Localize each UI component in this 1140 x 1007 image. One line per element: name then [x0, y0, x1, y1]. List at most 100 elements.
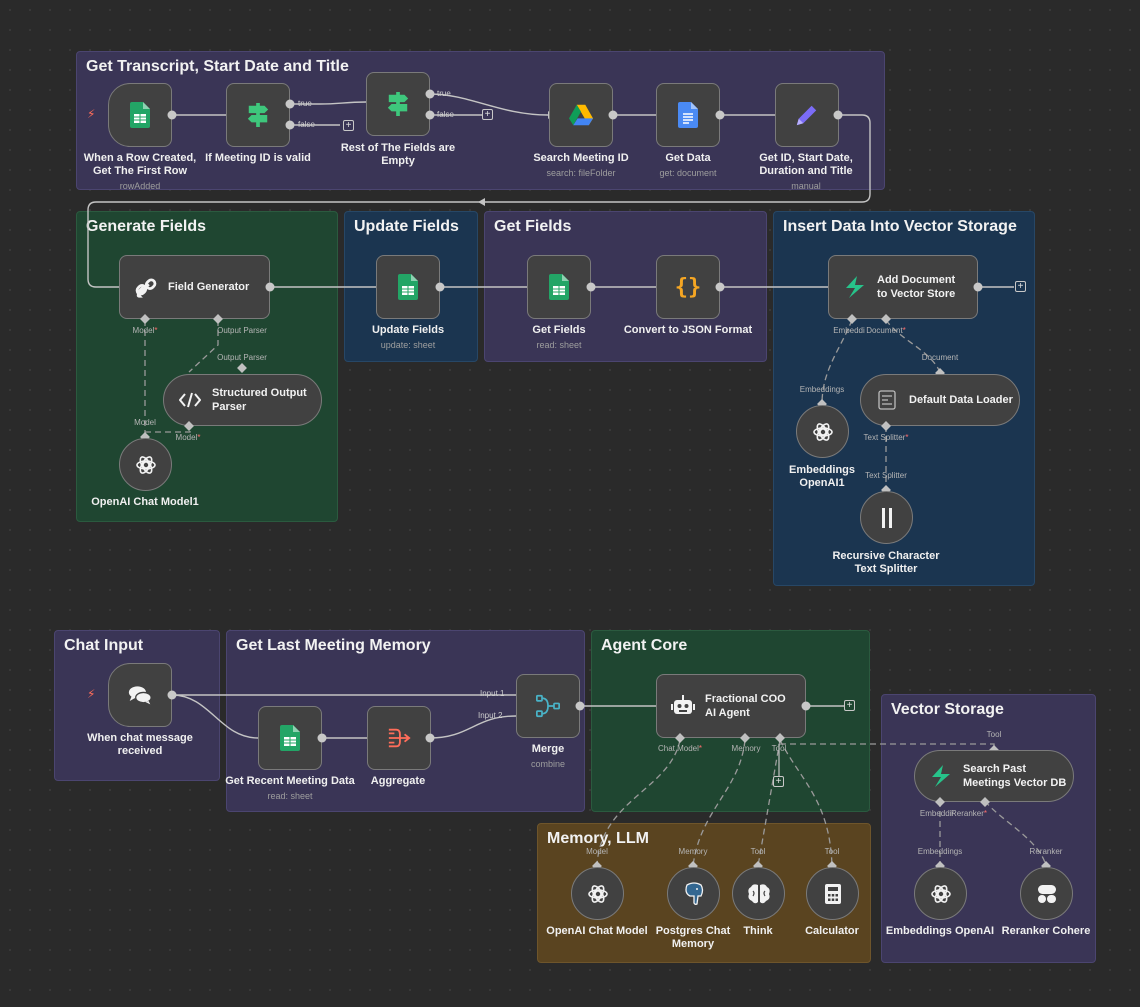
node-update-fields[interactable] — [376, 255, 440, 319]
node-default-data-loader[interactable]: Default Data Loader — [860, 374, 1020, 426]
output-handle[interactable] — [801, 701, 811, 711]
node-add-document[interactable]: Add Document to Vector Store — [828, 255, 978, 319]
openai-icon — [134, 451, 158, 479]
node-label: Get Recent Meeting Data — [225, 775, 355, 787]
output-handle[interactable] — [265, 282, 275, 292]
group-title: Chat Input — [64, 637, 144, 654]
node-openai-chat-model1[interactable] — [119, 438, 172, 491]
node-label: Calculator — [805, 925, 859, 937]
node-search-past-meetings[interactable]: Search Past Meetings Vector DB — [914, 750, 1074, 802]
code-icon — [178, 386, 202, 414]
output-handle[interactable] — [167, 110, 177, 120]
output-handle[interactable] — [715, 110, 725, 120]
add-node-button[interactable]: + — [844, 700, 855, 711]
add-tool-button[interactable]: + — [773, 776, 784, 787]
node-merge[interactable] — [516, 674, 580, 738]
output-handle[interactable] — [575, 701, 585, 711]
group-title: Agent Core — [601, 637, 688, 654]
group-title: Update Fields — [354, 218, 459, 235]
output-handle[interactable] — [586, 282, 596, 292]
port-text: Text Splitter — [863, 433, 906, 442]
merge-icon — [536, 692, 560, 720]
node-label: Reranker Cohere — [1001, 925, 1091, 937]
node-get-id-start-date[interactable] — [775, 83, 839, 147]
port-label: Tool — [824, 847, 840, 856]
node-get-data[interactable] — [656, 83, 720, 147]
node-recursive-splitter[interactable] — [860, 491, 913, 544]
postgres-elephant-icon — [682, 880, 706, 908]
port-label: Tool — [986, 730, 1002, 739]
node-row-created[interactable] — [108, 83, 172, 147]
cohere-icon — [1035, 880, 1059, 908]
group-title: Generate Fields — [86, 218, 207, 235]
node-label: Search Meeting ID — [533, 152, 629, 164]
node-label: Field Generator — [168, 281, 250, 293]
node-label: When a Row Created, Get The First Row — [84, 152, 196, 178]
robot-icon — [671, 692, 695, 720]
node-label: Convert to JSON Format — [623, 324, 753, 336]
port-label: Text Splitter* — [863, 433, 909, 442]
output-true-handle[interactable] — [425, 89, 435, 99]
group-title: Get Fields — [494, 218, 572, 235]
node-label: Embeddings OpenAI1 — [789, 464, 855, 490]
node-subtitle: search: fileFolder — [546, 168, 616, 178]
node-think[interactable] — [732, 867, 785, 920]
node-label: Think — [743, 925, 773, 937]
node-embeddings-openai[interactable] — [914, 867, 967, 920]
port-label: Model* — [132, 326, 158, 335]
node-chat-message-received[interactable] — [108, 663, 172, 727]
output-false-handle[interactable] — [285, 120, 295, 130]
output-handle[interactable] — [425, 733, 435, 743]
node-embeddings-openai1[interactable] — [796, 405, 849, 458]
edge-label-false: false — [298, 120, 315, 129]
node-calculator[interactable] — [806, 867, 859, 920]
chat-bubbles-icon — [128, 681, 152, 709]
node-postgres-label: Postgres Chat Memory — [655, 925, 731, 950]
group-title: Get Last Meeting Memory — [236, 637, 431, 654]
vector-store-bolt-icon — [929, 762, 953, 790]
output-false-handle[interactable] — [425, 110, 435, 120]
node-get-fields[interactable] — [527, 255, 591, 319]
node-rest-fields-empty[interactable] — [366, 72, 430, 136]
port-label: Memory — [678, 847, 708, 856]
output-handle[interactable] — [435, 282, 445, 292]
port-text: Chat Model — [657, 744, 699, 753]
node-postgres-memory[interactable] — [667, 867, 720, 920]
output-handle[interactable] — [167, 690, 177, 700]
port-text: Document — [866, 326, 903, 335]
openai-icon — [811, 418, 835, 446]
aggregate-icon — [387, 724, 411, 752]
node-field-generator[interactable]: Field Generator — [119, 255, 270, 319]
node-label: Fractional COO AI Agent — [705, 693, 786, 719]
output-true-handle[interactable] — [285, 99, 295, 109]
add-node-button[interactable]: + — [1015, 281, 1026, 292]
group-title: Get Transcript, Start Date and Title — [86, 58, 349, 75]
node-label: If Meeting ID is valid — [205, 152, 311, 164]
node-if-meeting-valid[interactable] — [226, 83, 290, 147]
output-handle[interactable] — [833, 110, 843, 120]
port-label: Model — [586, 847, 608, 856]
node-convert-json[interactable]: {} — [656, 255, 720, 319]
add-node-button[interactable]: + — [343, 120, 354, 131]
node-fractional-coo-agent[interactable]: Fractional COO AI Agent — [656, 674, 806, 738]
output-handle[interactable] — [608, 110, 618, 120]
node-subtitle: rowAdded — [119, 181, 161, 191]
port-label: Tool — [771, 744, 787, 753]
node-structured-parser[interactable]: Structured Output Parser — [163, 374, 322, 426]
node-reranker-cohere[interactable] — [1020, 867, 1073, 920]
output-handle[interactable] — [973, 282, 983, 292]
output-handle[interactable] — [715, 282, 725, 292]
node-subtitle: read: sheet — [267, 791, 313, 801]
node-subtitle: update: sheet — [380, 340, 436, 350]
node-get-recent-meeting[interactable] — [258, 706, 322, 770]
add-node-button[interactable]: + — [482, 109, 493, 120]
brain-icon — [747, 880, 771, 908]
output-handle[interactable] — [317, 733, 327, 743]
node-label: Update Fields — [371, 324, 445, 336]
google-sheets-icon — [278, 724, 302, 752]
google-sheets-icon — [547, 273, 571, 301]
node-search-meeting-id[interactable] — [549, 83, 613, 147]
node-openai-chat-model[interactable] — [571, 867, 624, 920]
node-aggregate[interactable] — [367, 706, 431, 770]
node-label: Get Data — [665, 152, 711, 164]
